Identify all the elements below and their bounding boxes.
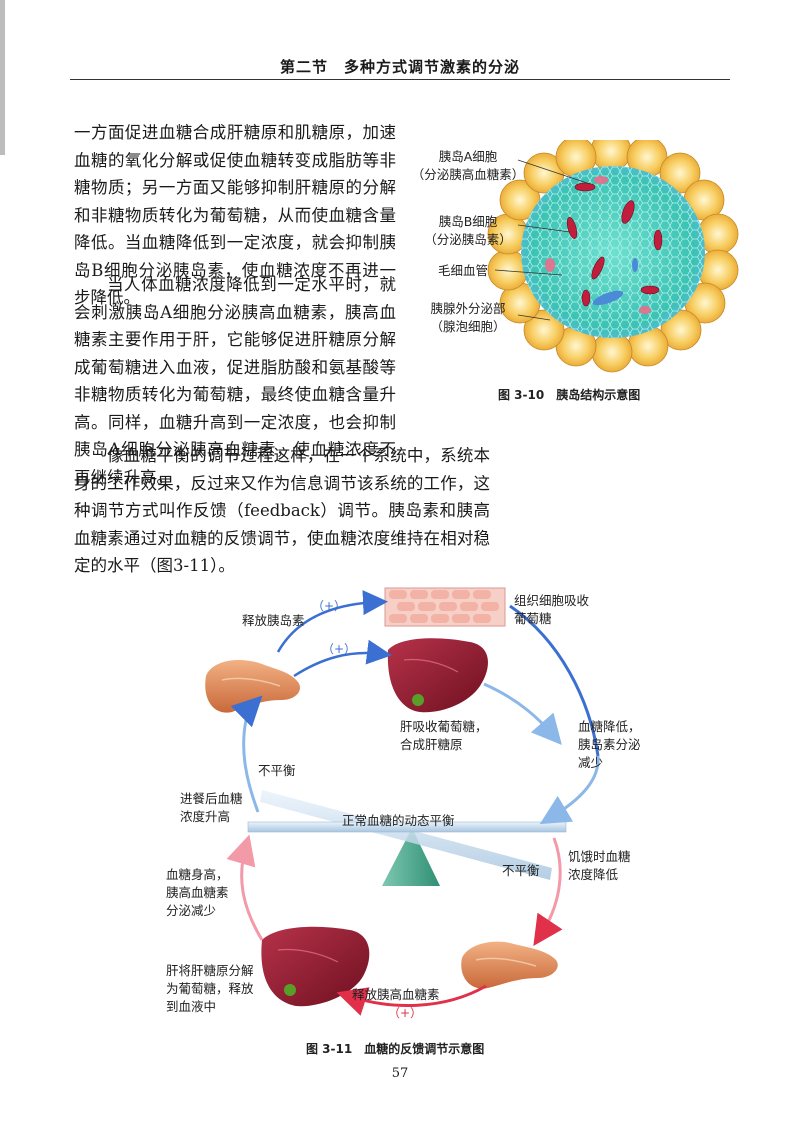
leader-lines: [494, 159, 591, 321]
label-liver-break: 肝将肝糖原分解 为葡萄糖，释放 到血液中: [166, 963, 254, 1014]
page-edge-bar: [0, 0, 5, 155]
label-after-meal: 进餐后血糖 浓度升高: [180, 791, 243, 824]
pancreas-icon-bottom: [461, 941, 558, 989]
plus-bottom: （+）: [388, 1006, 423, 1020]
label-exocrine: 胰腺外分泌部 （腺泡细胞）: [430, 301, 506, 334]
label-glucose-drop: 血糖降低， 胰岛素分泌 减少: [578, 719, 641, 770]
plus-liver: （+）: [322, 642, 357, 656]
arrow-glucose-rise: [226, 834, 264, 941]
caption-fig-3-10: 图 3-10 胰岛结构示意图: [498, 388, 641, 402]
plus-top: （+）: [312, 599, 347, 613]
label-liver-absorb: 肝吸收葡萄糖， 合成肝糖原: [400, 719, 488, 752]
liver-icon-top: [387, 638, 489, 713]
arrow-release-glucagon: [336, 984, 487, 1016]
section-header: 第二节 多种方式调节激素的分泌: [279, 58, 520, 76]
caption-fig-3-11: 图 3-11 血糖的反馈调节示意图: [306, 1042, 485, 1056]
arrow-liver-down: [483, 682, 562, 746]
page-number: 57: [391, 1066, 409, 1081]
acinar-ring: [487, 140, 739, 373]
islet-structure-figure: [487, 140, 739, 373]
label-glucose-rise: 血糖身高， 胰高血糖素 分泌减少: [166, 867, 229, 918]
label-imbalance-top: 不平衡: [258, 763, 296, 778]
header-rule: [70, 79, 730, 80]
label-normal-balance: 正常血糖的动态平衡: [342, 813, 455, 828]
pancreas-icon-top: [205, 660, 301, 713]
label-release-insulin: 释放胰岛素: [242, 613, 305, 628]
arrow-glucose-drop: [509, 604, 600, 825]
label-imbalance-bottom: 不平衡: [502, 863, 540, 878]
arrow-hungry: [533, 837, 563, 946]
label-hungry: 饥饿时血糖 浓度降低: [568, 849, 631, 882]
tissue-cells: [384, 587, 506, 627]
label-b-cell: 胰岛B细胞 （分泌胰岛素）: [424, 214, 512, 247]
liver-icon-bottom: [261, 926, 370, 1007]
label-release-glucagon: 释放胰高血糖素: [352, 987, 440, 1002]
a-cells-highlight: [545, 176, 651, 314]
arrow-release-insulin: [276, 590, 388, 653]
label-a-cell: 胰岛A细胞 （分泌胰高血糖素）: [411, 149, 525, 182]
body-paragraph-1: 一方面促进血糖合成肝糖原和肌糖原，加速血糖的氧化分解或促使血糖转变成脂肪等非糖物…: [74, 123, 396, 307]
arrow-to-liver: [293, 639, 392, 678]
body-paragraph-2: 当人体血糖浓度降低到一定水平时，就会刺激胰岛A细胞分泌胰高血糖素，胰高血糖素主要…: [74, 275, 396, 487]
label-tissue-absorb: 组织细胞吸收 葡萄糖: [514, 593, 590, 626]
capillaries: [566, 182, 663, 307]
seesaw-balance: [247, 790, 567, 886]
ducts: [592, 258, 638, 306]
body-paragraph-3: 像血糖平衡的调节过程这样，在一个系统中，系统本身的工作效果，反过来又作为信息调节…: [74, 446, 490, 575]
arrow-after-meal: [230, 695, 263, 813]
label-capillary: 毛细血管: [437, 263, 488, 278]
